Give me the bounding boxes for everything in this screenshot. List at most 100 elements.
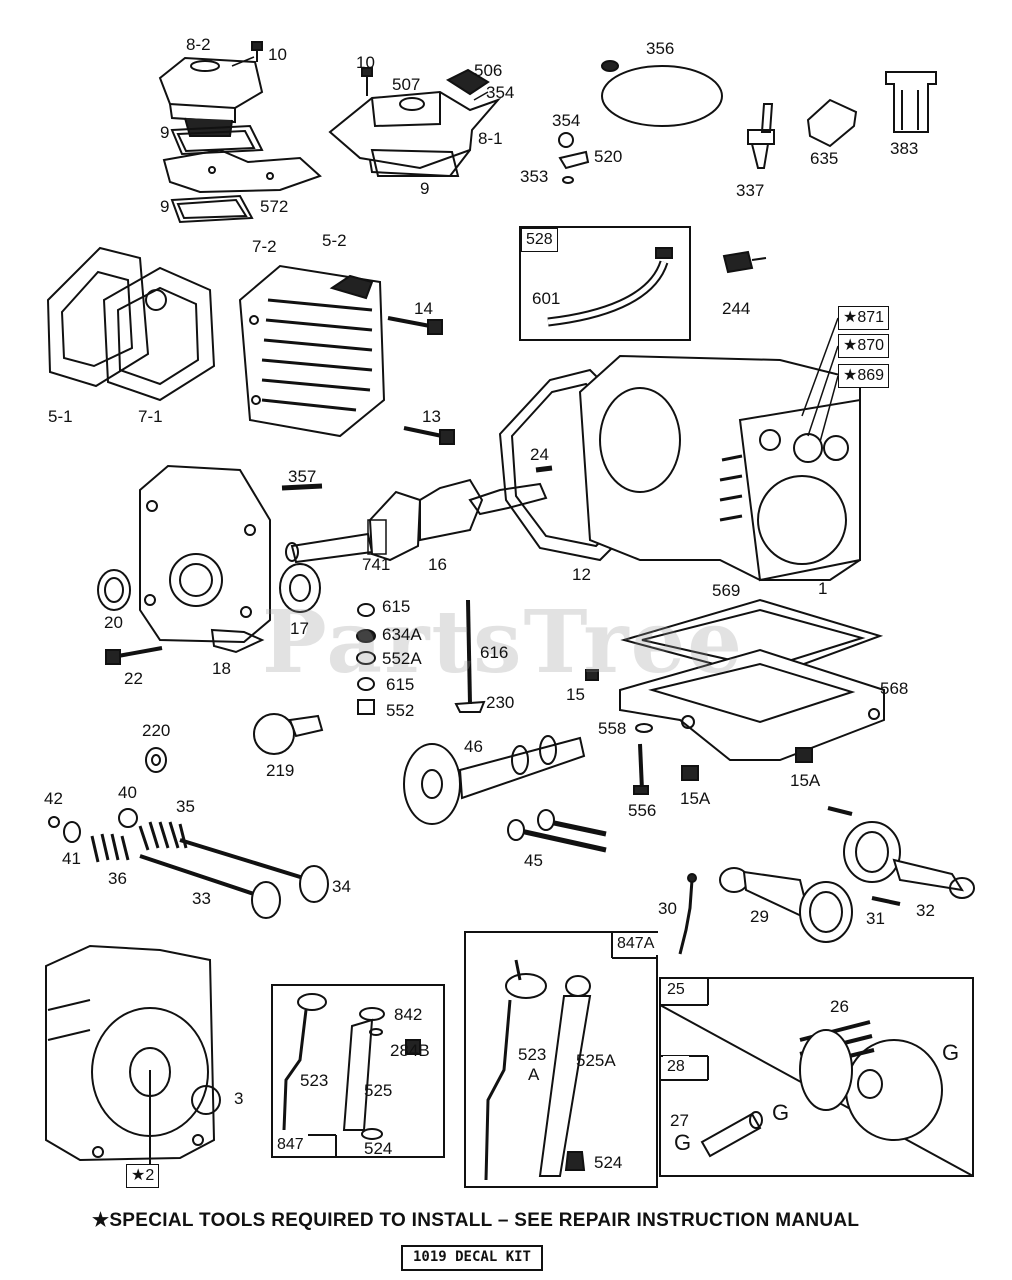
part-label-357: 357 xyxy=(288,467,317,486)
part-label-520: 520 xyxy=(594,147,623,166)
plug-15 xyxy=(585,669,599,681)
part-label-27: 27 xyxy=(670,1111,689,1130)
boot-635 xyxy=(806,98,858,148)
part-label-29: 29 xyxy=(750,907,769,926)
part-label-32: 32 xyxy=(916,901,935,920)
part-label-552a: 552A xyxy=(382,649,422,668)
spark-plug-337 xyxy=(747,103,775,169)
part-label-558: 558 xyxy=(598,719,627,738)
part-label-40: 40 xyxy=(118,783,137,802)
camshaft-46 xyxy=(403,735,586,825)
special-tool-869: ★869 xyxy=(838,364,890,388)
valve-parts xyxy=(48,808,329,919)
part-label-9: 9 xyxy=(420,179,430,198)
part-label-842: 842 xyxy=(394,1005,423,1024)
part-label-9: 9 xyxy=(160,123,170,142)
gasket-9-bottom xyxy=(170,194,254,224)
special-tool-870: ★870 xyxy=(838,334,890,358)
bolts-31-32 xyxy=(827,806,901,906)
dipstick-847 xyxy=(282,993,421,1140)
gasket-9-top xyxy=(170,124,264,156)
plate-572 xyxy=(162,148,322,194)
part-label-552: 552 xyxy=(386,701,415,720)
connecting-rod-cap xyxy=(843,821,975,899)
part-label-46: 46 xyxy=(464,737,483,756)
part-label-5-1: 5-1 xyxy=(48,407,73,426)
part-label-525: 525 xyxy=(364,1081,393,1100)
footer-note: ★SPECIAL TOOLS REQUIRED TO INSTALL – SEE… xyxy=(92,1210,860,1231)
gasket-9-mid xyxy=(370,148,460,177)
part-label-33: 33 xyxy=(192,889,211,908)
pin-24 xyxy=(535,465,553,473)
part-label-10: 10 xyxy=(268,45,287,64)
part-label-523a: 523 xyxy=(518,1045,547,1064)
part-label-219: 219 xyxy=(266,761,295,780)
part-label-18: 18 xyxy=(212,659,231,678)
bolt-22 xyxy=(105,646,163,665)
retainers xyxy=(356,603,376,715)
part-label-354: 354 xyxy=(486,83,515,102)
part-label-615: 615 xyxy=(386,675,415,694)
key-357 xyxy=(281,483,323,491)
seal-20 xyxy=(97,569,131,611)
plug-15a-2 xyxy=(795,747,813,763)
kit-box-25: 25 xyxy=(663,979,689,1001)
bearing-17 xyxy=(279,563,321,613)
dipstick-847a xyxy=(484,959,592,1181)
part-label-7-2: 7-2 xyxy=(252,237,277,256)
bolt-556 xyxy=(633,743,649,795)
decal-kit-label: 1019 DECAL KIT xyxy=(401,1245,543,1271)
part-label-g: G xyxy=(674,1130,692,1155)
part-label-35: 35 xyxy=(176,797,195,816)
piston-26 xyxy=(799,1020,943,1141)
tube-601 xyxy=(547,247,673,327)
part-label-524: 524 xyxy=(364,1139,393,1158)
part-label-1: 1 xyxy=(818,579,828,598)
cylinder-block-1 xyxy=(578,354,861,582)
part-label-506: 506 xyxy=(474,61,503,80)
special-tool-871: ★871 xyxy=(838,306,890,330)
part-label-635: 635 xyxy=(810,149,839,168)
part-label-525a: 525A xyxy=(576,1051,616,1070)
part-label-383: 383 xyxy=(890,139,919,158)
tappets-45 xyxy=(507,809,607,853)
part-label-354: 354 xyxy=(552,111,581,130)
part-label-12: 12 xyxy=(572,565,591,584)
part-label-616: 616 xyxy=(480,643,509,662)
part-label-568: 568 xyxy=(880,679,909,698)
part-label-244: 244 xyxy=(722,299,751,318)
oil-pan-568 xyxy=(619,648,885,761)
part-label-26: 26 xyxy=(830,997,849,1016)
part-label-31: 31 xyxy=(866,909,885,928)
bolt-14 xyxy=(387,316,443,335)
part-label-353: 353 xyxy=(520,167,549,186)
part-label-8-1: 8-1 xyxy=(478,129,503,148)
dipper-30 xyxy=(678,873,697,955)
crankcase-lower-2 xyxy=(45,944,221,1164)
part-label-5-2: 5-2 xyxy=(322,231,347,250)
wrench-383 xyxy=(885,71,937,133)
part-label-22: 22 xyxy=(124,669,143,688)
part-label-337: 337 xyxy=(736,181,765,200)
part-label-45: 45 xyxy=(524,851,543,870)
part-label-15a: 15A xyxy=(790,771,821,790)
cylinder-head-5-2 xyxy=(238,264,386,438)
part-label-7-1: 7-1 xyxy=(138,407,163,426)
part-label-220: 220 xyxy=(142,721,171,740)
part-label-8-2: 8-2 xyxy=(186,35,211,54)
part-label-41: 41 xyxy=(62,849,81,868)
connecting-rod-29 xyxy=(719,867,853,943)
part-label-13: 13 xyxy=(422,407,441,426)
part-label-14: 14 xyxy=(414,299,433,318)
part-label-230: 230 xyxy=(486,693,515,712)
wire-356 xyxy=(601,60,723,127)
part-label-601: 601 xyxy=(532,289,561,308)
gasket-7-1 xyxy=(102,266,216,402)
part-label-524: 524 xyxy=(594,1153,623,1172)
washer-220 xyxy=(145,747,167,773)
bolt-13 xyxy=(403,426,455,445)
part-label-572: 572 xyxy=(260,197,289,216)
part-label-3: 3 xyxy=(234,1089,244,1108)
plug-15a-1 xyxy=(681,765,699,781)
